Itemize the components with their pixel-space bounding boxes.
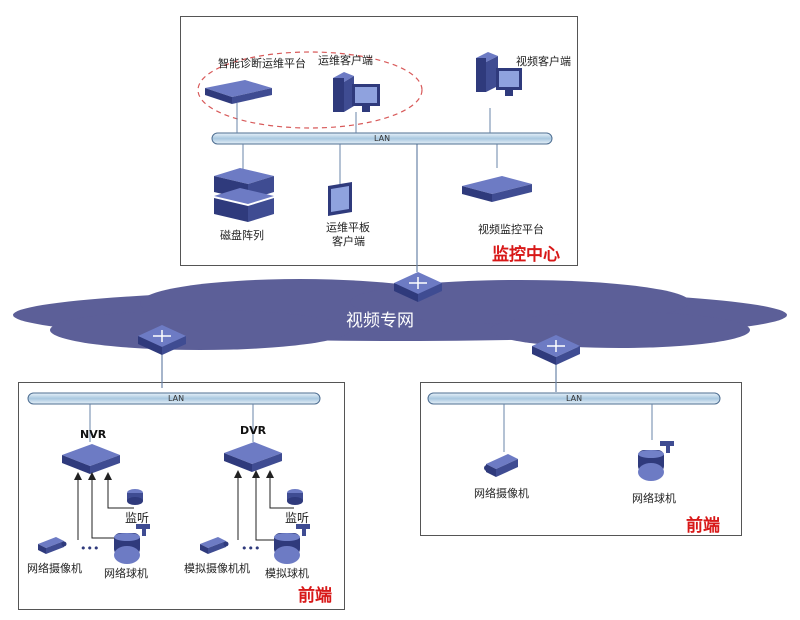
listen-label-nvr: 监听 [125, 511, 150, 525]
arrow-dome-to-nvr [88, 472, 126, 539]
diagnosis-platform-label: 智能诊断运维平台 [218, 57, 306, 70]
video-client-icon [476, 52, 522, 96]
arrow-analog-dome-to-dvr [252, 470, 286, 541]
lan-bar-center [211, 132, 553, 145]
nvr-label: NVR [80, 428, 107, 441]
dome-camera-icon [638, 441, 674, 481]
network-camera-label: 网络摄像机 [27, 562, 82, 575]
disk-array-label: 磁盘阵列 [220, 229, 264, 242]
front-end-right-box [420, 382, 742, 536]
box-camera-icon [484, 454, 518, 477]
right-switch-icon [532, 335, 580, 365]
ops-client-icon [333, 72, 380, 112]
ellipsis-dvr: ••• [241, 542, 261, 555]
listen-label-dvr: 监听 [285, 511, 310, 525]
arrow-listen-to-dvr [266, 470, 294, 509]
monitoring-center-title: 监控中心 [492, 245, 560, 265]
left-switch-icon [138, 325, 186, 355]
lan-bar-right [427, 392, 721, 405]
right-network-camera-label: 网络摄像机 [474, 487, 529, 500]
lan-label-center: LAN [374, 134, 391, 143]
dvr-icon [224, 442, 282, 472]
dvr-label: DVR [240, 424, 267, 437]
video-platform-label: 视频监控平台 [478, 223, 544, 236]
network-label: 视频专网 [346, 311, 414, 331]
nvr-icon [62, 444, 120, 474]
lan-bar-left [27, 392, 321, 405]
tablet-client-label-line2: 客户端 [332, 235, 365, 248]
video-network-cloud [13, 279, 787, 350]
core-switch-icon [394, 272, 442, 302]
video-client-label: 视频客户端 [516, 55, 571, 68]
ellipsis-nvr: ••• [80, 542, 100, 555]
right-network-dome-label: 网络球机 [632, 492, 676, 505]
lan-label-right: LAN [566, 394, 583, 403]
ops-group-outline [197, 51, 423, 129]
box-camera-icon [38, 537, 67, 554]
lan-label-left: LAN [168, 394, 185, 403]
diagnosis-server-icon [205, 80, 272, 104]
ops-client-label: 运维客户端 [318, 54, 373, 67]
analog-dome-label: 模拟球机 [265, 567, 309, 580]
disk-array-icon [214, 168, 274, 222]
dome-camera-icon [114, 524, 150, 564]
arrow-listen-to-nvr [104, 472, 134, 509]
front-end-right-title: 前端 [686, 516, 720, 536]
dome-camera-icon [274, 524, 310, 564]
microphone-icon [127, 489, 143, 505]
front-end-left-title: 前端 [298, 586, 332, 606]
analog-camera-label: 模拟摄像机机 [184, 562, 250, 575]
tablet-client-label-line1: 运维平板 [326, 221, 370, 234]
box-camera-icon [200, 537, 229, 554]
network-dome-label: 网络球机 [104, 567, 148, 580]
video-platform-icon [462, 176, 532, 202]
microphone-icon [287, 489, 303, 505]
tablet-icon [328, 182, 352, 216]
